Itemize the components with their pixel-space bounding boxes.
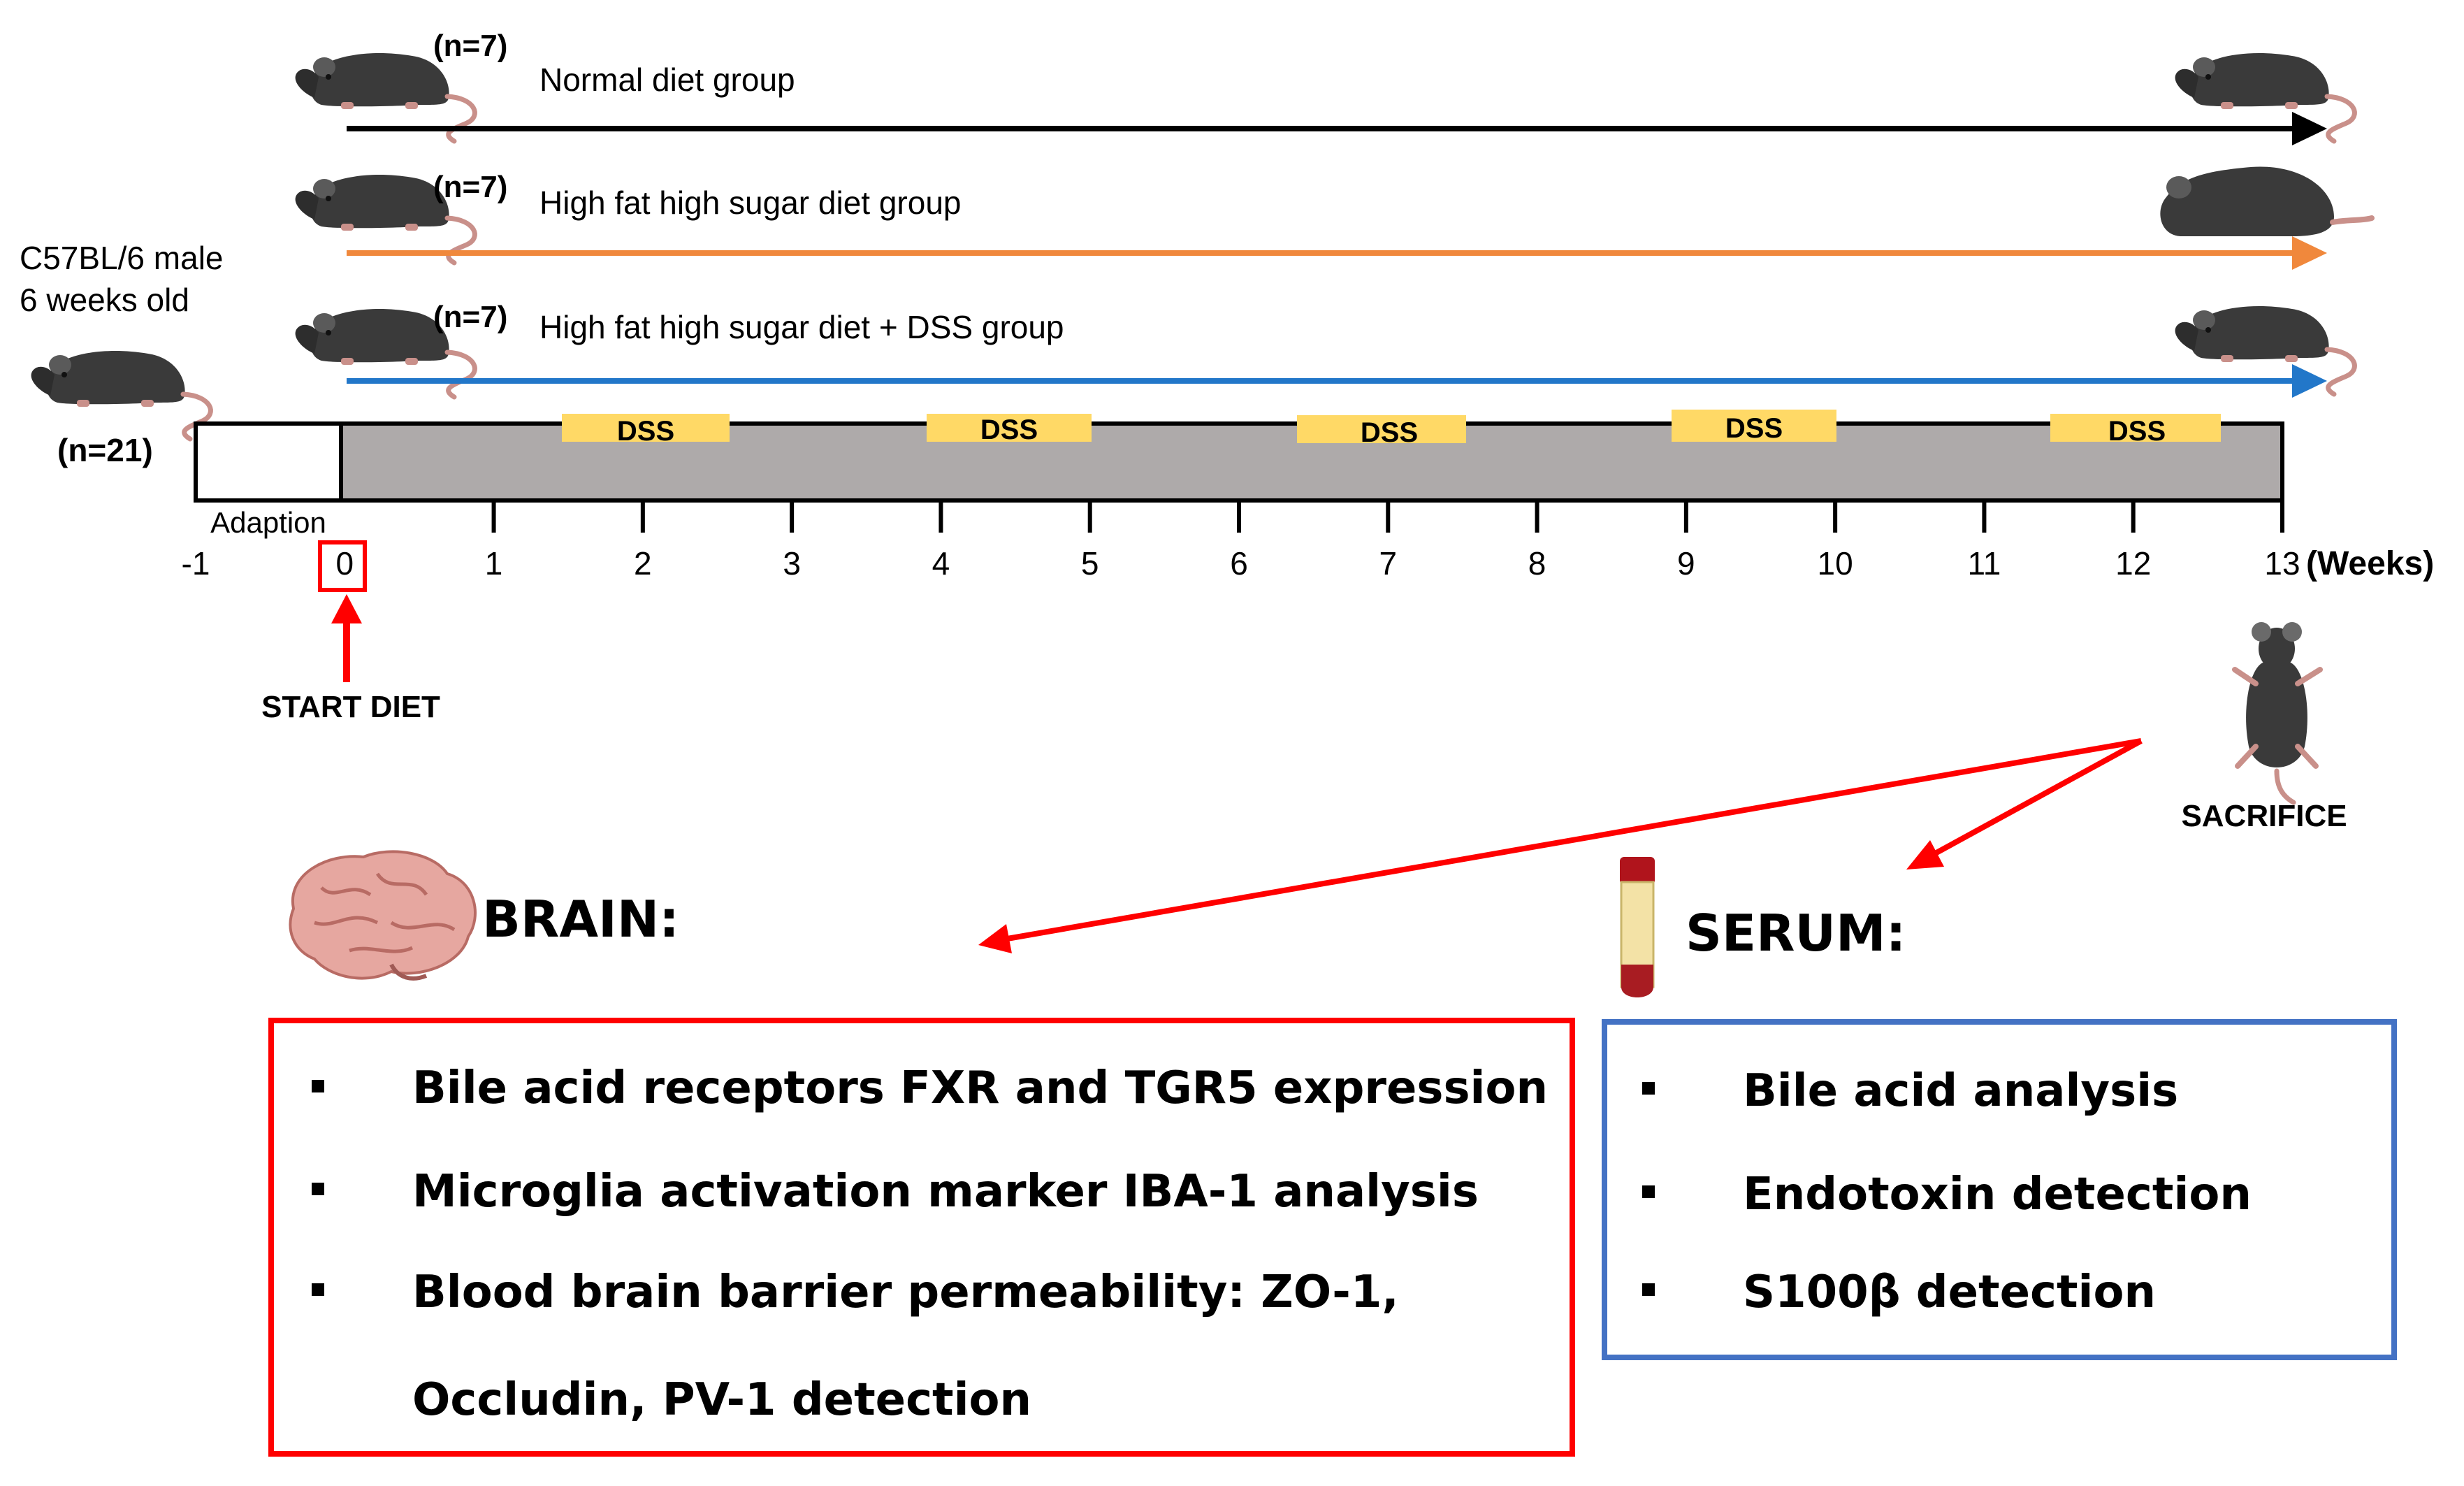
serum-item: Bile acid analysis [1743,1065,2178,1117]
serum-list: Bile acid analysis Endotoxin detection S… [1642,1065,2252,1318]
bullet [312,1283,324,1296]
obese-mouse-icon [2160,166,2375,236]
group-n-label: (n=7) [433,300,507,334]
group-n-label: (n=7) [433,170,507,204]
group-normal-diet: (n=7) Normal diet group [296,29,2355,145]
serum-tube-icon [1620,857,1655,997]
week-label: 8 [1528,545,1546,582]
arrow-to-brain [999,738,2142,943]
dss-block [1297,415,1466,443]
week-label: 0 [335,545,354,582]
week-label: 12 [2115,545,2151,582]
group-n-label: (n=7) [433,29,507,63]
week-label: 5 [1081,545,1099,582]
brain-item-continuation: Occludin, PV-1 detection [412,1374,1031,1426]
week-label: 10 [1818,545,1853,582]
week-unit-label: (Weeks) [2306,545,2434,582]
dss-label: DSS [1725,413,1783,444]
serum-item: Endotoxin detection [1743,1169,2252,1220]
group-label: High fat high sugar diet + DSS group [539,309,1064,345]
dss-block [927,414,1092,442]
brain-item: Blood brain barrier permeability: ZO-1, [412,1267,1399,1318]
serum-box [1602,1019,2397,1360]
week-zero-highlight [318,540,367,592]
dss-block [2050,414,2221,442]
week-label: 2 [634,545,652,582]
dss-blocks: DSS DSS DSS DSS DSS [562,410,2221,448]
adaption-label: Adaption [210,506,326,539]
week-label: 11 [1968,545,2001,582]
bullet [312,1080,324,1092]
serum-title: SERUM: [1686,904,1906,962]
dss-label: DSS [617,416,674,447]
adaption-box [194,421,343,503]
group-hfhs-dss: (n=7) High fat high sugar diet + DSS gro… [296,300,2355,398]
dss-label: DSS [2108,416,2166,447]
week-label: -1 [182,545,210,582]
total-n-label: (n=21) [57,432,153,468]
brain-item: Microglia activation marker IBA-1 analys… [412,1166,1479,1218]
arrow-head [2292,364,2327,398]
arrow-head [1906,840,1944,870]
dss-block [1672,410,1836,442]
week-label: 3 [783,545,801,582]
group-hfhs-diet: (n=7) High fat high sugar diet group [296,166,2375,270]
age-label: 6 weeks old [20,282,189,318]
dss-label: DSS [980,414,1038,445]
dss-label: DSS [1361,417,1418,448]
week-label: 7 [1379,545,1397,582]
serum-item: S100β detection [1743,1267,2156,1318]
bullet [1642,1082,1655,1095]
start-diet-label: START DIET [261,690,440,724]
bullet [1642,1185,1655,1198]
week-label: 9 [1677,545,1695,582]
group-label: High fat high sugar diet group [539,185,962,221]
mouse-icon [2235,622,2320,802]
sacrifice-label: SACRIFICE [2181,799,2347,833]
week-label: 1 [485,545,503,582]
brain-list: Bile acid receptors FXR and TGR5 express… [312,1062,1548,1426]
brain-box [268,1018,1575,1457]
arrow-head [2292,112,2327,145]
bullet [1642,1283,1655,1296]
arrow-head [331,594,362,623]
week-label: 4 [932,545,950,582]
strain-label: C57BL/6 male [20,240,224,276]
bullet [312,1183,324,1195]
dss-block [562,414,730,442]
group-label: Normal diet group [539,62,795,98]
arrow-head [2292,236,2327,270]
brain-title: BRAIN: [482,890,679,948]
brain-item: Bile acid receptors FXR and TGR5 express… [412,1062,1548,1114]
arrow-to-serum [1927,738,2143,860]
arrow-head [978,924,1012,953]
mouse-icon [31,351,211,439]
week-label: 13 [2264,545,2300,582]
week-label: 6 [1230,545,1248,582]
brain-icon [289,850,477,981]
